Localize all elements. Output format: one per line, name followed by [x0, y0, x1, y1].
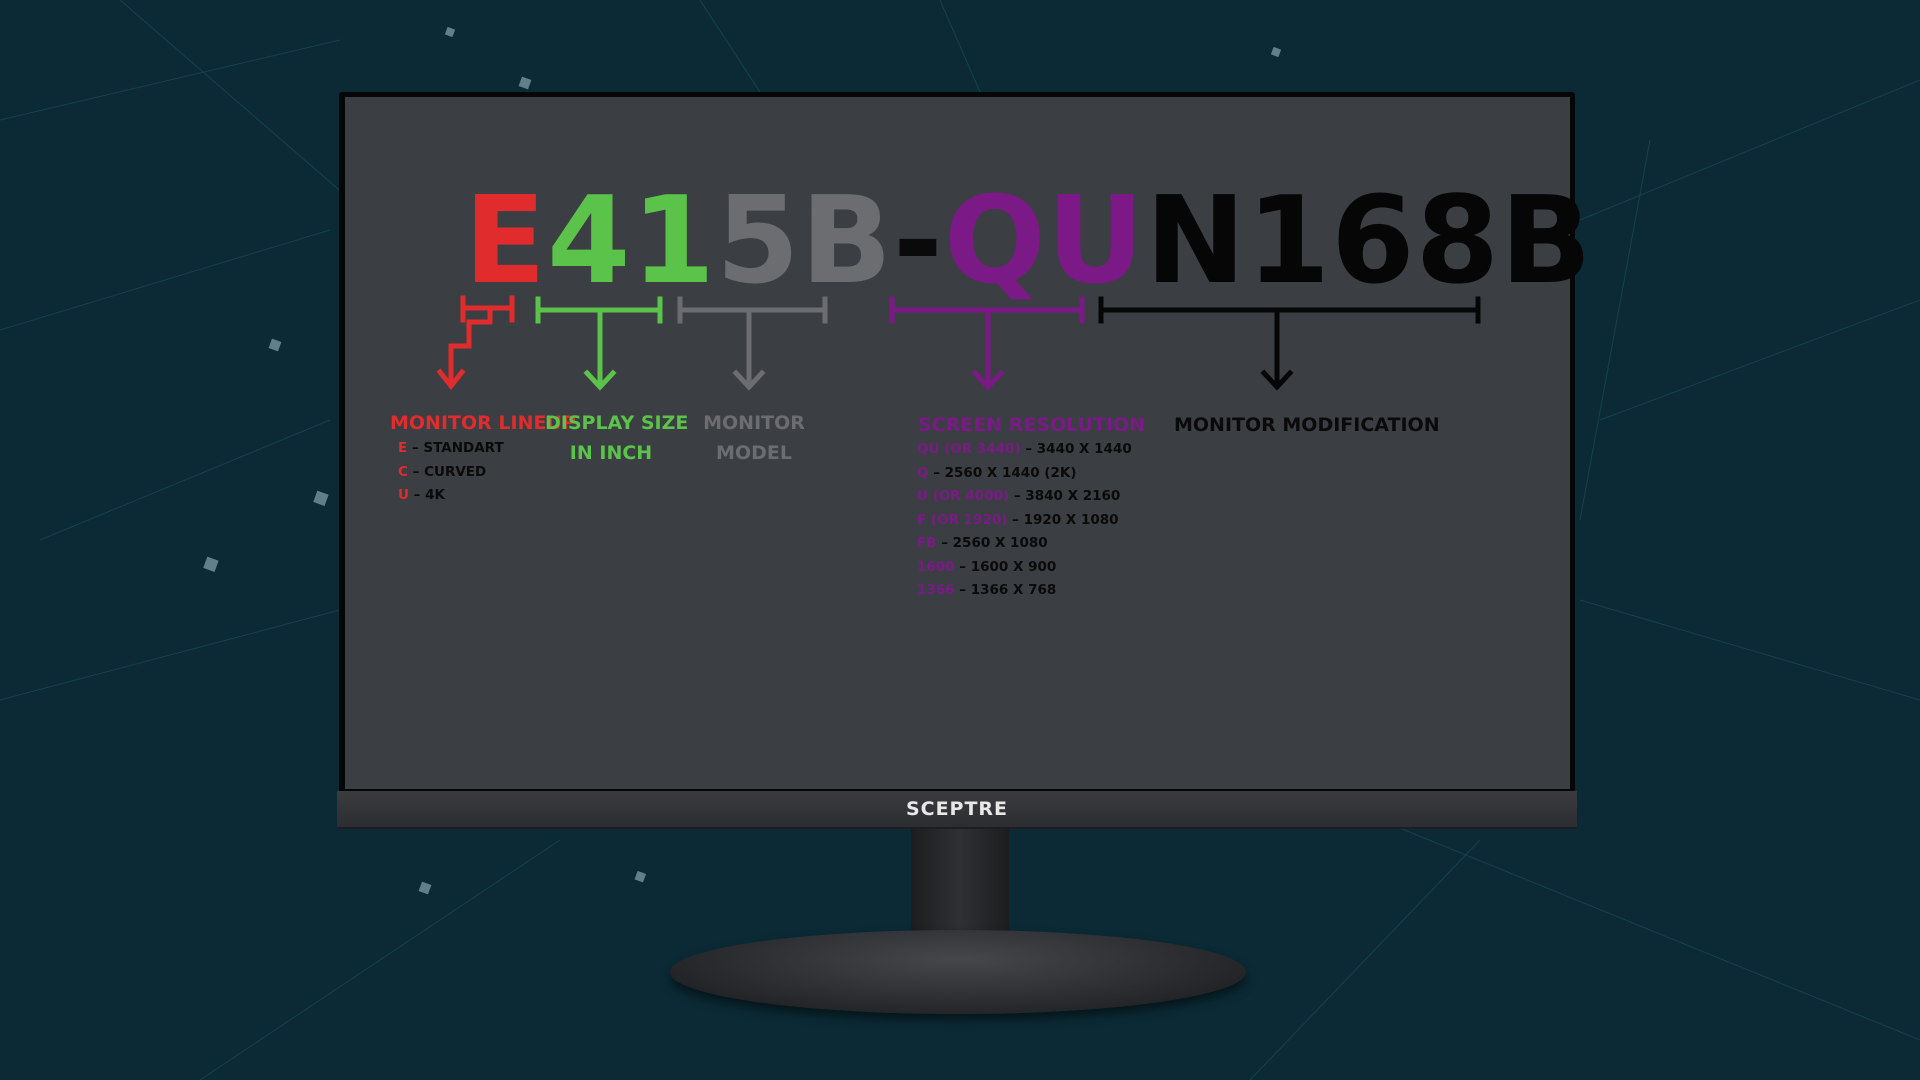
bracket-size	[535, 296, 663, 391]
model-segment-size: 41	[546, 172, 716, 311]
label-monitor-modification: MONITOR MODIFICATION	[1174, 414, 1440, 436]
resolution-code: Q	[917, 464, 929, 481]
model-segment-dash: -	[892, 172, 944, 311]
list-item: C – CURVED	[398, 461, 504, 485]
model-segment-model: 5B	[715, 172, 893, 311]
resolution-code: F (OR 1920)	[917, 511, 1008, 528]
label-monitor-model: MONITOR MODEL	[700, 412, 808, 464]
label-monitor-lineup: MONITOR LINEUP	[390, 412, 576, 434]
label-monitor-model-line2: MODEL	[716, 442, 792, 464]
resolution-text: – 3840 X 2160	[1013, 488, 1121, 504]
bracket-modification	[1098, 296, 1481, 391]
lineup-text: – CURVED	[412, 463, 487, 480]
label-display-size: DISPLAY SIZE IN INCH	[545, 412, 689, 464]
resolution-text: – 1366 X 768	[959, 582, 1057, 598]
monitor-screen	[345, 97, 1570, 789]
label-display-size-line1: DISPLAY SIZE	[545, 412, 689, 434]
lineup-text: – 4K	[413, 487, 445, 503]
list-item: U – 4K	[398, 484, 504, 508]
model-segment-modification: N168B	[1145, 172, 1593, 311]
list-item: Q – 2560 X 1440 (2K)	[917, 462, 1132, 486]
label-display-size-line2: IN INCH	[569, 442, 653, 464]
resolution-code: QU (OR 3440)	[917, 441, 1021, 457]
resolution-text: – 3440 X 1440	[1025, 441, 1132, 457]
model-segment-lineup: E	[464, 172, 547, 311]
list-item: FB – 2560 X 1080	[917, 532, 1132, 556]
lineup-list: E – STANDART C – CURVED U – 4K	[398, 437, 504, 508]
lineup-code: U	[398, 487, 409, 503]
list-item: E – STANDART	[398, 437, 504, 461]
list-item: 1366 – 1366 X 768	[917, 579, 1132, 603]
lineup-code: C	[398, 463, 408, 480]
label-monitor-model-line1: MONITOR	[703, 412, 805, 434]
list-item: F (OR 1920) – 1920 X 1080	[917, 509, 1132, 533]
resolution-text: – 2560 X 1080	[941, 535, 1048, 551]
bracket-lineup	[436, 295, 515, 391]
resolution-code: 1600	[917, 558, 955, 575]
bracket-resolution	[889, 296, 1085, 391]
resolution-list: QU (OR 3440) – 3440 X 1440 Q – 2560 X 14…	[917, 438, 1132, 603]
bracket-model	[677, 296, 828, 391]
monitor-stand-neck	[911, 827, 1009, 945]
list-item: QU (OR 3440) – 3440 X 1440	[917, 438, 1132, 462]
brand-logo: SCEPTRE	[905, 798, 1009, 820]
resolution-text: – 1600 X 900	[959, 558, 1057, 575]
monitor-stand-base	[670, 930, 1246, 1014]
model-number: E415B-QUN168B	[464, 168, 1593, 316]
lineup-code: E	[398, 440, 408, 456]
resolution-text: – 1920 X 1080	[1012, 511, 1119, 528]
resolution-text: – 2560 X 1440 (2K)	[933, 464, 1077, 481]
resolution-code: U (OR 4000)	[917, 488, 1010, 504]
list-item: U (OR 4000) – 3840 X 2160	[917, 485, 1132, 509]
lineup-text: – STANDART	[411, 440, 504, 456]
resolution-code: 1366	[917, 582, 955, 598]
resolution-code: FB	[917, 535, 937, 551]
label-screen-resolution: SCREEN RESOLUTION	[918, 414, 1146, 436]
model-segment-resolution: QU	[943, 172, 1146, 311]
monitor-chin: SCEPTRE	[337, 791, 1577, 829]
list-item: 1600 – 1600 X 900	[917, 556, 1132, 580]
